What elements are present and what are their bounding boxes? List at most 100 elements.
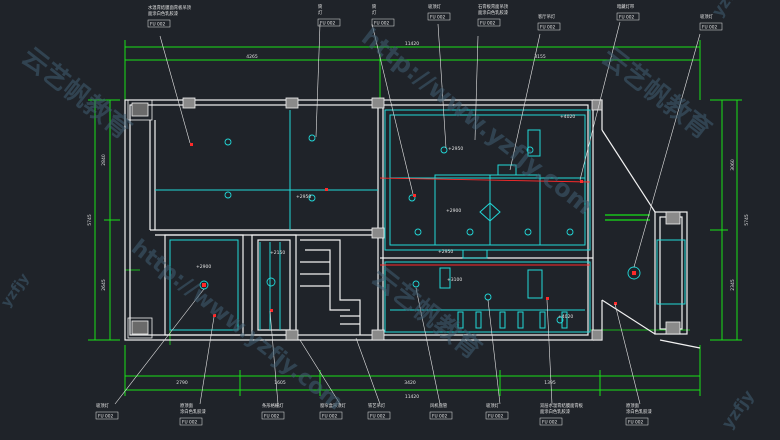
top-callout-label: 筒 <box>372 3 377 10</box>
fixture-tag: FU 002 <box>374 20 389 26</box>
bottom-callout-label: 面涂白色乳胶漆 <box>540 408 571 415</box>
watermark-brand: 云艺帆教育 <box>596 41 718 145</box>
top-callout-label: 吸顶灯 <box>700 13 714 20</box>
dim-right-b: 2345 <box>730 279 736 291</box>
dim-bottom-c: 3420 <box>404 380 416 386</box>
top-callout: 吸顶灯 FU 002 <box>427 3 451 21</box>
dimension-labels: 11420 4265 3155 11420 2790 1605 3420 139… <box>87 41 750 400</box>
dim-top-total: 11420 <box>405 41 419 47</box>
dim-top-left: 4265 <box>246 54 258 60</box>
bottom-callout: 条形格栅灯 FU 002 <box>261 402 285 420</box>
fixture-tag: FU 002 <box>430 14 445 20</box>
elevation-label: +3100 <box>447 277 462 283</box>
bottom-callout-label: 涂白色乳胶漆 <box>180 408 206 415</box>
fixture-tag-box <box>427 12 451 21</box>
bottom-callout: 吸顶灯 FU 002 <box>95 402 119 420</box>
fixture-tag: FU 002 <box>540 24 555 30</box>
elevation-label: +2900 <box>196 264 211 270</box>
fixture-tag: FU 002 <box>628 419 643 425</box>
bottom-callout-label: 条形格栅灯 <box>262 402 284 409</box>
fixture-tag: FU 002 <box>264 413 279 419</box>
fixture-tag: FU 002 <box>370 413 385 419</box>
top-callout-label: 筒 <box>318 3 323 10</box>
elevation-label: +2150 <box>270 250 285 256</box>
top-callout: 客厅吊灯 FU 002 <box>537 13 561 30</box>
bottom-callout-label: 原顶面 <box>626 403 640 409</box>
top-callout-label: 客厅吊灯 <box>538 13 556 20</box>
fixture-tag-box <box>179 417 203 426</box>
bottom-callout-label: 双层水温膏结膜面膏板 <box>540 402 584 409</box>
watermark-corner: yzfjy <box>708 0 748 20</box>
elevation-label: +2950 <box>448 146 463 152</box>
elevation-label: +4020 <box>558 314 573 320</box>
elevation-label: +2950 <box>296 194 311 200</box>
fixture-tag: FU 002 <box>182 419 197 425</box>
top-callout-label: 石膏板膏面吊顶 <box>478 3 509 10</box>
elevation-label: +2900 <box>446 208 461 214</box>
elevation-markers: +4020 +2950 +2900 +2950 +3100 +4020 +290… <box>196 114 575 320</box>
fixture-tag: FU 002 <box>542 419 557 425</box>
structural-columns <box>127 97 681 341</box>
bottom-callout-label: 原顶面 <box>180 403 194 409</box>
elevation-label: +2950 <box>438 249 453 255</box>
dim-bottom-a: 2790 <box>176 380 188 386</box>
top-callout-label: 灯 <box>372 9 377 16</box>
ceiling-lines <box>155 109 686 333</box>
dim-left-total: 5745 <box>87 214 93 226</box>
top-callout-label: 水温膏结膜面膏板吊顶 <box>148 4 192 11</box>
top-callout-label: 吸顶灯 <box>428 3 442 10</box>
top-callout-label: 灯 <box>318 9 323 16</box>
fixture-tag-box <box>625 417 649 426</box>
top-callout: 吸顶灯 FU 002 <box>699 13 723 31</box>
fixture-tag: FU 002 <box>619 14 634 20</box>
watermark-brand: 云艺帆教育 <box>366 261 488 365</box>
elevation-label: +4020 <box>560 114 575 120</box>
fixture-tag-box <box>319 411 343 420</box>
bottom-callout: 铁艺吊灯 FU 002 <box>367 402 391 419</box>
fixture-tag: FU 002 <box>702 24 717 30</box>
top-callout-label: 暗藏灯带 <box>617 3 635 10</box>
bottom-callout-label: 涂白色乳胶漆 <box>626 408 652 415</box>
fixture-tag-box <box>147 19 171 28</box>
dim-left-b: 2645 <box>101 279 107 291</box>
leader-lines <box>114 21 701 405</box>
fixture-tag-box <box>261 411 285 420</box>
fixture-tag-box <box>539 417 563 426</box>
bottom-callout-label: 风机盘管 <box>430 402 448 409</box>
fixture-tag-box <box>317 18 341 27</box>
dim-top-right: 3155 <box>534 54 546 60</box>
fixture-tag: FU 002 <box>322 413 337 419</box>
fixture-tag: FU 002 <box>98 413 113 419</box>
dim-left-a: 2840 <box>101 154 107 166</box>
fixture-tag: FU 002 <box>488 413 503 419</box>
dim-right-total: 5745 <box>744 214 750 226</box>
bottom-callout-label: 吸顶灯 <box>486 402 500 409</box>
dim-bottom-total: 11420 <box>405 394 419 400</box>
bottom-callout-label: 吸顶灯 <box>96 402 110 409</box>
dim-right-a: 3060 <box>730 159 736 171</box>
fixture-tag-box <box>699 22 723 31</box>
fixture-tag: FU 002 <box>150 21 165 27</box>
watermark-corner: yzfjy <box>718 386 758 432</box>
watermark-layer: http://www.yzfjy.com http://www.yzfjy.co… <box>0 0 758 432</box>
fixture-tag-box <box>371 18 395 27</box>
fixture-tag: FU 002 <box>432 413 447 419</box>
bottom-callout-label: 铁艺吊灯 <box>368 402 386 409</box>
watermark-url: http://www.yzfjy.com <box>356 23 598 221</box>
fixture-tag-box <box>485 411 509 420</box>
fixture-tag-box <box>429 411 453 420</box>
dim-bottom-d: 1395 <box>544 380 556 386</box>
dim-bottom-b: 1605 <box>274 380 286 386</box>
top-callout-label: 面涂白色乳胶漆 <box>478 9 509 16</box>
top-callout: 暗藏灯带 FU 002 <box>616 3 640 20</box>
fixture-tag-box <box>95 411 119 420</box>
